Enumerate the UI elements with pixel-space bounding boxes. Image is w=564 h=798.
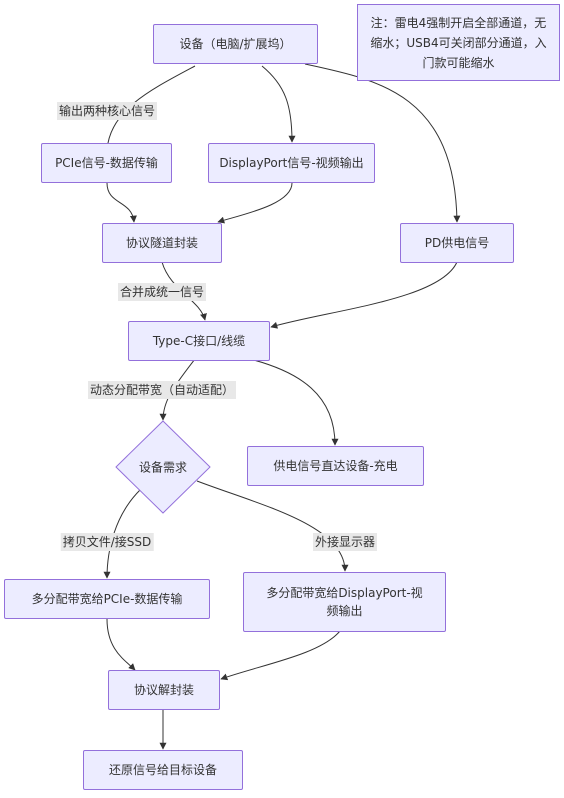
node-device-need: 设备需求 [138,460,188,475]
edge-label-external-display: 外接显示器 [312,533,378,551]
node-dp-signal: DisplayPort信号-视频输出 [208,143,375,183]
edge-device-dp [261,65,296,143]
edge-dp-decap [220,630,341,681]
edge-pd-typec [270,261,458,329]
node-power-direct: 供电信号直达设备-充电 [247,446,424,486]
decision-diamond [115,420,211,514]
edge-device-pd [304,63,461,223]
edge-typec-power [249,358,339,446]
edge-label-two-core-signals: 输出两种核心信号 [56,102,158,120]
node-restore: 还原信号给目标设备 [83,750,243,790]
edge-pcie-decap [106,618,136,671]
node-typec: Type-C接口/线缆 [128,321,270,361]
edge-pcie-tunnel [106,182,137,223]
node-pcie-signal: PCIe信号-数据传输 [41,143,172,183]
edge-decision-pcie [103,489,141,579]
edge-decision-dp [196,480,349,572]
node-decap: 协议解封装 [108,670,220,710]
edge-label-copy-ssd: 拷贝文件/接SSD [60,533,154,551]
node-tunnel-encap: 协议隧道封装 [102,223,222,263]
edge-label-merge-signal: 合并成统一信号 [117,283,207,301]
node-more-dp: 多分配带宽给DisplayPort-视频输出 [243,572,446,632]
note-box: 注：雷电4强制开启全部通道，无缩水；USB4可关闭部分通道，入门款可能缩水 [357,4,560,81]
edge-label-dynamic-bandwidth: 动态分配带宽（自动适配） [87,381,237,399]
node-device: 设备（电脑/扩展坞） [153,24,318,64]
edge-dp-tunnel [217,182,293,224]
node-pd-signal: PD供电信号 [400,223,514,263]
node-more-pcie: 多分配带宽给PCIe-数据传输 [4,579,210,619]
